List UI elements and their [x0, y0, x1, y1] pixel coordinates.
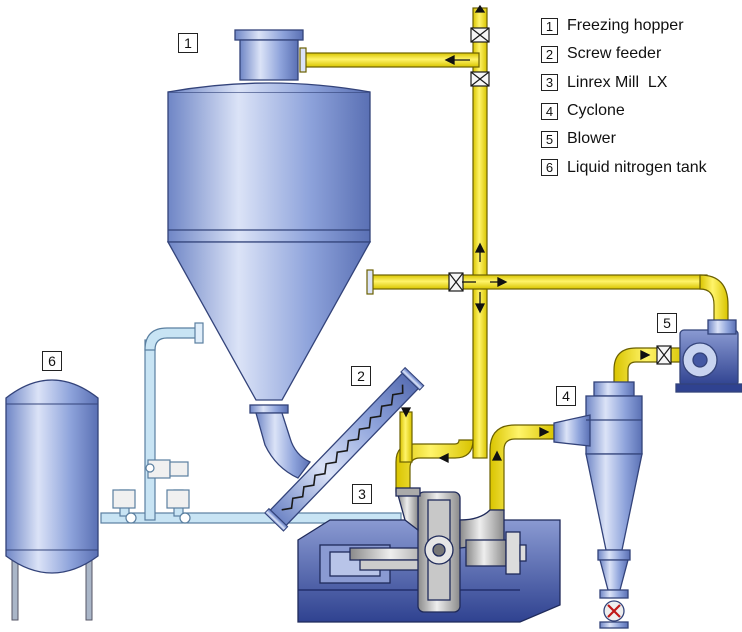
legend-number: 5 [541, 130, 558, 148]
legend-number: 2 [541, 45, 558, 63]
screw-feeder-tag: 2 [351, 366, 371, 386]
legend-label: Linrex Mill LX [567, 73, 668, 91]
flow-arrows [400, 4, 651, 464]
mill-tag: 3 [352, 484, 372, 504]
legend-label: Freezing hopper [567, 17, 684, 35]
legend-item: 5 Blower [541, 125, 741, 153]
blower-tag: 5 [657, 313, 677, 333]
legend-item: 1 Freezing hopper [541, 12, 741, 40]
liquid-nitrogen-tank [5, 379, 99, 621]
legend: 1 Freezing hopper 2 Screw feeder 3 Linre… [541, 12, 741, 182]
screw-feeder [264, 366, 425, 532]
nitrogen-piping [100, 322, 402, 524]
legend-item: 4 Cyclone [541, 97, 741, 125]
legend-item: 3 Linrex Mill LX [541, 69, 741, 97]
tank-tag: 6 [42, 351, 62, 371]
linrex-mill [297, 487, 561, 623]
legend-item: 6 Liquid nitrogen tank [541, 153, 741, 181]
legend-number: 1 [541, 17, 558, 35]
legend-label: Screw feeder [567, 45, 662, 63]
legend-number: 6 [541, 159, 558, 177]
legend-label: Blower [567, 130, 616, 148]
legend-label: Liquid nitrogen tank [567, 158, 707, 176]
cyclone [553, 381, 643, 629]
legend-number: 4 [541, 102, 558, 120]
valves [448, 27, 672, 365]
blower [675, 319, 742, 393]
legend-label: Cyclone [567, 102, 625, 120]
legend-number: 3 [541, 74, 558, 92]
hopper-tag: 1 [178, 33, 198, 53]
legend-item: 2 Screw feeder [541, 40, 741, 68]
freezing-hopper [166, 29, 372, 479]
cyclone-tag: 4 [556, 386, 576, 406]
